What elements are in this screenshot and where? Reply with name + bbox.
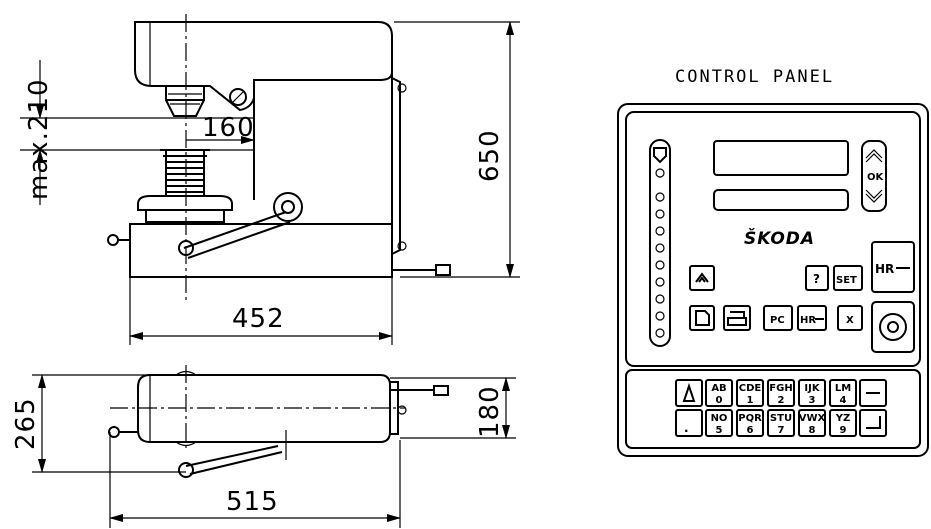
brand-logo: ŠKODA xyxy=(744,227,815,249)
hr-large-button[interactable]: HR xyxy=(871,241,915,293)
led-indicator xyxy=(655,294,665,304)
triangle-icon xyxy=(682,382,696,402)
top-view: 265 180 515 xyxy=(11,365,516,528)
set-button[interactable]: SET xyxy=(833,265,863,291)
top-body xyxy=(137,374,391,443)
triangle-key[interactable] xyxy=(675,379,703,407)
svg-text:HR: HR xyxy=(875,262,894,276)
dot-key[interactable]: . xyxy=(675,409,703,437)
key-letters: STU xyxy=(770,413,792,424)
led-column xyxy=(649,139,671,347)
led-indicator xyxy=(655,192,665,202)
key-digit: 3 xyxy=(809,395,816,406)
led-indicator xyxy=(655,209,665,219)
led-indicator xyxy=(655,168,665,178)
dim-depth-inner: 180 xyxy=(475,385,505,438)
key-letters: VWX xyxy=(799,413,826,424)
key-digit: 4 xyxy=(840,395,847,406)
dim-width-side: 452 xyxy=(232,304,285,334)
dim-max-height: max.210 xyxy=(24,78,54,200)
keypad-key[interactable]: AB0 xyxy=(705,379,733,407)
arrow-key[interactable] xyxy=(859,379,887,407)
key-letters: NO xyxy=(711,413,728,424)
document-button[interactable] xyxy=(689,305,715,331)
led-indicator xyxy=(655,311,665,321)
enter-icon xyxy=(866,416,881,429)
dim-throat: 160 xyxy=(202,113,255,143)
panel-housing xyxy=(617,103,929,457)
svg-text:SET: SET xyxy=(836,275,857,286)
svg-text:OK: OK xyxy=(867,172,885,183)
machine-head xyxy=(134,21,393,112)
hardness-icon xyxy=(695,272,709,283)
print-button[interactable] xyxy=(723,305,751,331)
load-lever xyxy=(183,211,291,259)
svg-text:PC: PC xyxy=(770,315,785,326)
led-indicator xyxy=(655,243,665,253)
key-letters: IJK xyxy=(804,383,820,394)
enter-key[interactable] xyxy=(859,409,887,437)
display-main xyxy=(713,140,849,176)
key-letters: YZ xyxy=(835,413,851,424)
start-button[interactable] xyxy=(871,301,915,353)
document-icon xyxy=(695,310,710,326)
panel-title: CONTROL PANEL xyxy=(675,67,834,87)
key-digit: 5 xyxy=(716,425,723,436)
ok-button[interactable]: OK xyxy=(861,140,887,212)
cancel-button[interactable]: X xyxy=(837,305,863,331)
dim-depth: 265 xyxy=(11,397,41,450)
key-letters: LM xyxy=(835,383,851,394)
help-button[interactable]: ? xyxy=(805,265,829,291)
dim-height: 650 xyxy=(475,129,505,182)
svg-text:X: X xyxy=(846,315,854,326)
key-digit: 7 xyxy=(778,425,785,436)
keypad: . xyxy=(675,379,703,437)
spindle-bellows xyxy=(160,149,210,193)
key-letters: PQR xyxy=(738,413,762,424)
pc-button[interactable]: PC xyxy=(763,305,793,331)
hr-small-button[interactable]: HR xyxy=(797,305,827,331)
svg-text:?: ? xyxy=(813,272,820,286)
keypad-key[interactable]: YZ9 xyxy=(829,409,857,437)
key-digit: 0 xyxy=(716,395,723,406)
key-digit: 1 xyxy=(747,395,754,406)
printer-icon xyxy=(727,311,747,326)
svg-text:HR: HR xyxy=(800,315,816,326)
key-letters: AB xyxy=(711,383,726,394)
indenter xyxy=(165,86,205,117)
side-view: max.210 160 650 452 xyxy=(20,14,520,345)
keypad-key[interactable]: LM4 xyxy=(829,379,857,407)
control-panel: CONTROL PANEL OK ŠKODA xyxy=(617,67,929,457)
led-indicator xyxy=(655,226,665,236)
led-indicator xyxy=(655,277,665,287)
led-indicator xyxy=(655,260,665,270)
hardness-icon-button[interactable] xyxy=(689,265,715,291)
key-letters: FGH xyxy=(769,383,792,394)
display-secondary xyxy=(713,189,849,211)
led-indicator xyxy=(655,328,665,338)
key-digit: 9 xyxy=(840,425,847,436)
dim-width-top: 515 xyxy=(226,487,279,517)
key-digit: 2 xyxy=(778,395,785,406)
key-digit: 8 xyxy=(809,425,816,436)
top-lever xyxy=(185,445,283,475)
key-letters: CDE xyxy=(739,383,762,394)
anvil-table xyxy=(137,195,233,211)
keypad-key[interactable]: NO5 xyxy=(705,409,733,437)
svg-text:.: . xyxy=(684,421,689,435)
key-digit: 6 xyxy=(747,425,754,436)
